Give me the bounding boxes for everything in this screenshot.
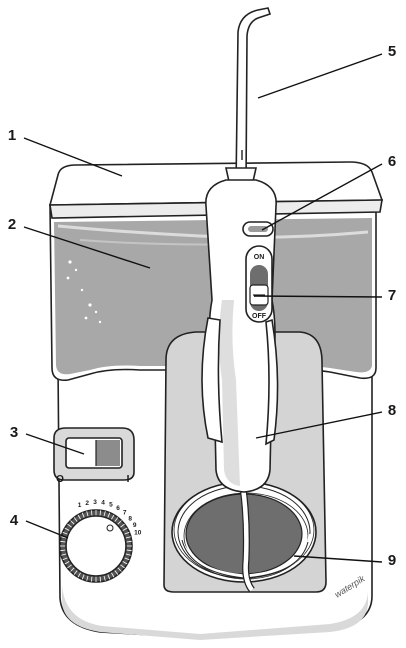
handle-switch-off-label: OFF — [252, 313, 267, 320]
dial-knurl-tick — [119, 523, 125, 529]
callout-9: 9 — [388, 552, 396, 569]
dial-knurl-tick — [73, 517, 79, 523]
dial-knurl-tick — [77, 571, 82, 578]
callout-8: 8 — [388, 402, 396, 419]
callout-4: 4 — [10, 512, 19, 529]
dial-scale-number: 4 — [101, 500, 105, 507]
callout-6: 6 — [388, 153, 396, 170]
tip — [235, 7, 272, 187]
dial-knurl-tick — [70, 566, 76, 572]
callout-5: 5 — [388, 43, 396, 60]
dial-knurl-tick — [67, 523, 73, 529]
handle-switch-on-label: ON — [254, 254, 265, 261]
dial-knurl-tick — [64, 527, 71, 532]
dial-indicator-dot — [106, 524, 114, 532]
handle-shading — [219, 300, 240, 486]
dial-knurl-tick — [70, 520, 76, 526]
callout-numbers: 1 2 3 4 5 6 7 8 9 — [8, 43, 396, 569]
handle-grip-strap — [201, 317, 223, 444]
dial-knurl-tick — [90, 575, 93, 582]
dial-scale-number: 10 — [134, 529, 142, 536]
dial-knurl-tick — [123, 557, 130, 561]
dial-knurl-tick — [64, 560, 71, 565]
dial-knurl-tick — [90, 510, 93, 517]
pressure-control-dial[interactable] — [65, 515, 127, 577]
callout-1: 1 — [8, 127, 16, 144]
dial-knurl-tick — [61, 553, 68, 556]
dial-scale-number: 6 — [116, 505, 120, 512]
dial-knurl-tick — [107, 573, 111, 580]
dial-knurl-tick — [81, 512, 85, 519]
dial-knurl-tick — [81, 573, 85, 580]
dial-knurl-tick — [123, 531, 130, 535]
dial-scale-number: 2 — [85, 500, 89, 507]
dial-scale-number: 3 — [93, 499, 97, 506]
callout-2: 2 — [8, 216, 16, 233]
callout-3: 3 — [10, 424, 18, 441]
dial-knurl-tick — [125, 549, 132, 552]
dial-scale-number: 8 — [128, 515, 132, 522]
dial-knurl-tick — [116, 520, 122, 526]
dial-knurl-tick — [77, 514, 82, 521]
dial-knurl-tick — [121, 560, 128, 565]
callout-7: 7 — [388, 287, 396, 304]
leader-lines — [23, 53, 383, 563]
dial-knurl-tick — [62, 531, 69, 535]
dial-knurl-tick — [67, 563, 73, 569]
dial-knurl-tick — [103, 574, 106, 581]
dial-knurl-tick — [99, 510, 102, 517]
dial-knurl-tick — [125, 540, 132, 543]
dial-knurl-tick — [124, 536, 131, 539]
dial-knurl-tick — [110, 571, 115, 578]
dial-knurl-tick — [86, 574, 89, 581]
dial-knurl-tick — [121, 527, 128, 532]
dial-knurl-tick — [113, 517, 119, 523]
dial-knurl-tick — [60, 549, 67, 552]
dial-scale-number: 7 — [123, 510, 127, 517]
dial-knurl-tick — [73, 569, 79, 575]
dial-knurl-tick — [113, 569, 119, 575]
dial-knurl-tick — [110, 514, 115, 521]
dial-scale-number: 5 — [109, 502, 113, 509]
bubbles — [66, 260, 102, 324]
dial-knurl-tick — [119, 563, 125, 569]
power-switch-on-mark: I — [127, 474, 130, 485]
dial-knurl-tick — [60, 540, 67, 543]
power-switch-off-mark: O — [56, 474, 64, 485]
dial-knurl-tick — [62, 557, 69, 561]
dial-knurl-tick — [124, 553, 131, 556]
dial-knurl-tick — [103, 511, 106, 518]
dial-knurl-tick — [116, 566, 122, 572]
dial-scale-number: 9 — [133, 522, 137, 529]
dial-knurl-tick — [107, 512, 111, 519]
dial-knurl — [60, 510, 132, 582]
dial-knurl-tick — [86, 511, 89, 518]
dial-knurl-tick — [99, 575, 102, 582]
dial-scale-number: 1 — [78, 502, 82, 509]
water-surface — [57, 224, 369, 239]
